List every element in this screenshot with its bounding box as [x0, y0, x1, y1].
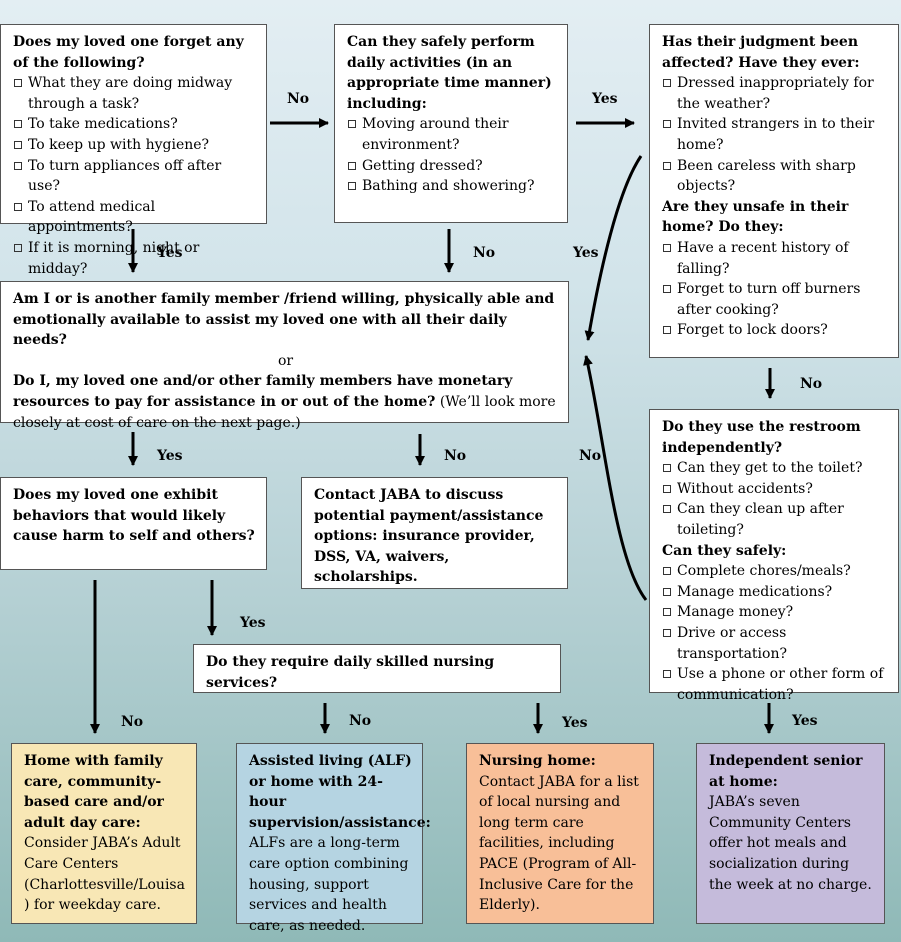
label-behavior-yes: Yes [240, 615, 266, 631]
outcome-nursing-title: Nursing home: [479, 753, 596, 769]
label-judgment-yes: Yes [573, 245, 599, 261]
question-family-line2: Do I, my loved one and/or other family m… [13, 373, 513, 410]
safely-item: Drive or access transportation? [662, 623, 888, 664]
arrow-restroom-to-family [583, 355, 648, 601]
outcome-independent-title: Independent senior at home: [709, 753, 863, 790]
outcome-home-body: Consider JABA’s Adult Care Centers (Char… [24, 835, 185, 914]
forget-item: If it is morning, night or midday? [13, 238, 256, 279]
safely-item: Complete chores/meals? [662, 561, 888, 582]
daily-item: Moving around their environment? [347, 114, 557, 155]
label-family-no: No [444, 448, 467, 464]
question-judgment-title: Has their judgment been affected? Have t… [662, 34, 860, 71]
outcome-nursing-home-box: Nursing home: Contact JABA for a list of… [466, 743, 654, 924]
question-nursing-box: Do they require daily skilled nursing se… [193, 644, 561, 693]
unsafe-item: Have a recent history of falling? [662, 238, 888, 279]
question-behavior-box: Does my loved one exhibit behaviors that… [0, 477, 267, 570]
forget-item: What they are doing midway through a tas… [13, 73, 256, 114]
question-daily-title: Can they safely perform daily activities… [347, 34, 552, 112]
restroom-item: Without accidents? [662, 479, 888, 500]
safely-item: Use a phone or other form of communicati… [662, 664, 888, 705]
label-daily-yes: Yes [592, 91, 618, 107]
question-unsafe-title: Are they unsafe in their home? Do they: [662, 198, 849, 236]
judgment-item: Been careless with sharp objects? [662, 156, 888, 197]
outcome-nursing-body: Contact JABA for a list of local nursing… [479, 773, 639, 914]
forget-item: To keep up with hygiene? [13, 135, 256, 156]
contact-jaba-box: Contact JABA to discuss potential paymen… [301, 477, 568, 589]
question-family-note: (We’ll look more closely at cost of care… [13, 393, 556, 431]
outcome-alf-body: ALFs are a long-term care option combini… [249, 835, 409, 934]
label-behavior-no: No [121, 714, 144, 730]
restroom-item: Can they get to the toilet? [662, 458, 888, 479]
label-nursing-no: No [349, 713, 372, 729]
question-forget-title: Does my loved one forget any of the foll… [13, 34, 244, 71]
question-family-line1: Am I or is another family member /friend… [13, 291, 555, 349]
or-text: or [277, 352, 294, 369]
restroom-item: Can they clean up after toileting? [662, 499, 888, 540]
safely-item: Manage medications? [662, 582, 888, 603]
unsafe-item: Forget to lock doors? [662, 320, 888, 341]
judgment-item: Invited strangers in to their home? [662, 114, 888, 155]
unsafe-item: Forget to turn off burners after cooking… [662, 279, 888, 320]
question-safely-title: Can they safely: [662, 542, 787, 559]
outcome-home-title: Home with family care, community-based c… [24, 753, 164, 831]
question-nursing-title: Do they require daily skilled nursing se… [206, 654, 495, 691]
question-forget-box: Does my loved one forget any of the foll… [0, 24, 267, 277]
question-family-box: Am I or is another family member /friend… [0, 281, 569, 431]
label-judgment-no: No [800, 376, 823, 392]
safely-item: Manage money? [662, 602, 888, 623]
question-daily-activities-box: Can they safely perform daily activities… [334, 24, 568, 223]
label-forget-yes: Yes [157, 245, 183, 261]
arrow-judgment-to-family [584, 155, 643, 341]
question-restroom-box: Do they use the restroom independently? … [649, 409, 899, 703]
outcome-independent-box: Independent senior at home: JABA’s seven… [696, 743, 885, 924]
question-restroom-title: Do they use the restroom independently? [662, 419, 861, 456]
outcome-alf-title: Assisted living (ALF) or home with 24-ho… [249, 753, 431, 831]
contact-jaba-title: Contact JABA to discuss potential paymen… [314, 487, 544, 586]
label-restroom-yes: Yes [792, 713, 818, 729]
label-restroom-no: No [579, 448, 602, 464]
forget-item: To take medications? [13, 114, 256, 135]
forget-item: To turn appliances off after use? [13, 156, 256, 197]
judgment-item: Dressed inappropriately for the weather? [662, 73, 888, 114]
outcome-home-care-box: Home with family care, community-based c… [11, 743, 197, 924]
question-judgment-box: Has their judgment been affected? Have t… [649, 24, 899, 358]
daily-item: Bathing and showering? [347, 176, 557, 197]
label-forget-no: No [287, 91, 310, 107]
question-behavior-title: Does my loved one exhibit behaviors that… [13, 487, 255, 545]
label-family-yes: Yes [157, 448, 183, 464]
outcome-independent-body: JABA’s seven Community Centers offer hot… [709, 794, 872, 893]
label-nursing-yes: Yes [562, 715, 588, 731]
daily-item: Getting dressed? [347, 156, 557, 177]
forget-item: To attend medical appointments? [13, 197, 256, 238]
outcome-alf-box: Assisted living (ALF) or home with 24-ho… [236, 743, 431, 934]
label-daily-no: No [473, 245, 496, 261]
